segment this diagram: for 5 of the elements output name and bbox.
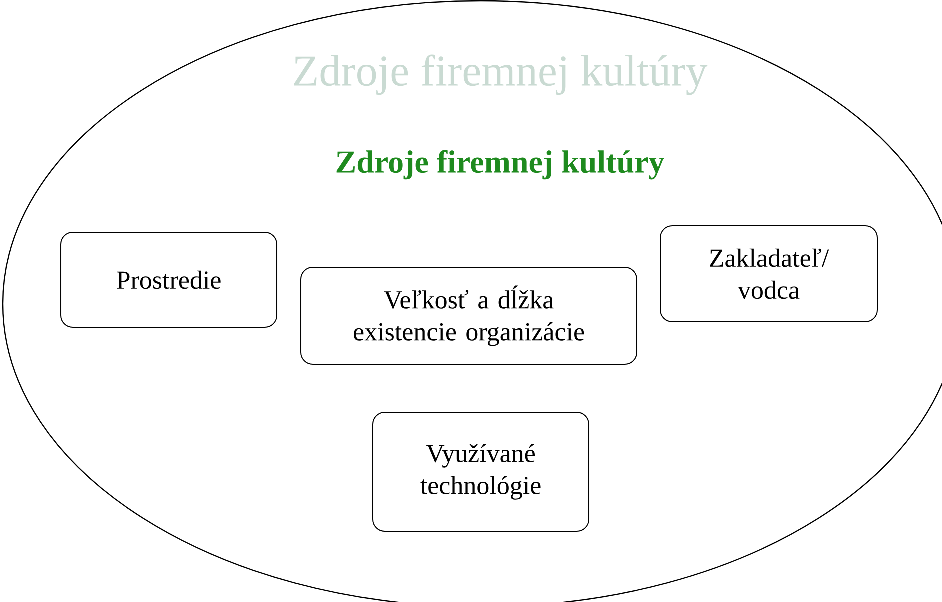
rounded-box: Veľkosť a dĺžka existencie organizácie	[300, 267, 638, 365]
title: Zdroje firemnej kultúry	[336, 150, 664, 180]
rounded-box: Zakladateľ/ vodca	[660, 226, 878, 322]
rounded-box: Prostredie	[60, 232, 278, 328]
rounded-box: Využívané technológie	[372, 412, 590, 532]
